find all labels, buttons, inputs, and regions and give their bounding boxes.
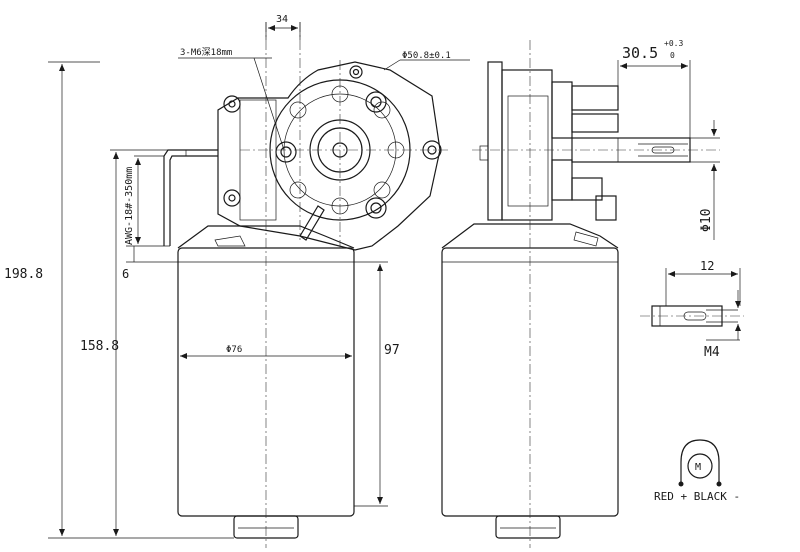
motor-length-label: 97 (384, 343, 400, 358)
thread-size-label: M4 (704, 345, 720, 360)
dimensions (48, 22, 741, 539)
motor-symbol (678, 439, 722, 487)
mount-spacing-label: 34 (276, 14, 288, 25)
side-end-cap (495, 515, 561, 539)
wire-spec-label: AWG-18#-350mm (124, 167, 135, 245)
mount-hole-left (275, 141, 297, 163)
wire-offset-label: 6 (122, 267, 129, 281)
gearbox-housing (217, 61, 441, 251)
front-view (163, 22, 448, 548)
side-view (441, 40, 720, 548)
labels: 198.8 158.8 97 Φ76 34 3-M6深18mm Φ50.8±0.… (4, 14, 740, 503)
shaft-tol-upper: +0.3 (664, 39, 683, 48)
motor-symbol-label: M (695, 462, 701, 473)
mount-hole-bottom (365, 197, 387, 219)
shaft-projection-label: 30.5 (622, 44, 658, 62)
body-length-label: 158.8 (80, 339, 119, 354)
shaft-diameter-label: Φ10 (699, 209, 714, 232)
mount-hole-top (365, 91, 387, 113)
mount-holes-label: 3-M6深18mm (180, 47, 232, 58)
side-gearbox-plate (487, 61, 503, 221)
shaft-tol-lower: 0 (670, 51, 675, 60)
overall-length-label: 198.8 (4, 267, 43, 282)
thread-length-label: 12 (700, 259, 714, 273)
motor-diameter-label: Φ76 (226, 345, 242, 355)
wiring-note: RED + BLACK - (654, 490, 740, 503)
shaft-end-detail (640, 305, 744, 327)
pilot-diameter-label: Φ50.8±0.1 (402, 51, 451, 61)
wire-lead (163, 149, 218, 246)
